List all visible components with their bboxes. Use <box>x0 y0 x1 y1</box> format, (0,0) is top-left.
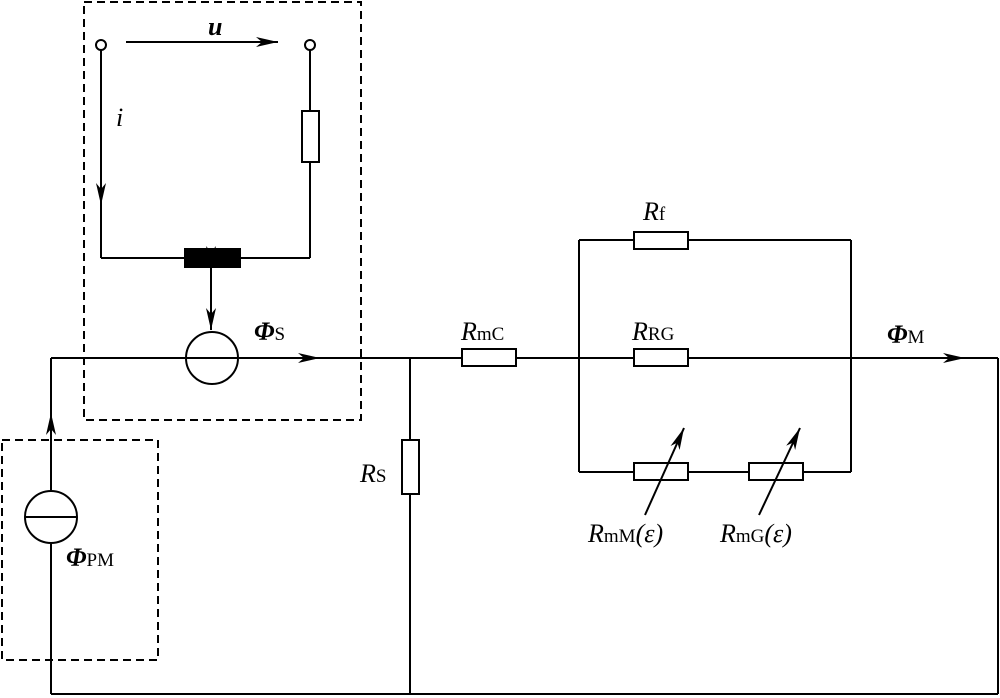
resistor-rf <box>633 231 689 250</box>
r-rg-label: RRG <box>631 317 675 346</box>
coil-resistor <box>301 110 320 163</box>
phi-s-label: ΦS <box>254 317 285 346</box>
right-terminal <box>304 39 316 51</box>
rmm-variable-arrow <box>644 427 685 516</box>
resistor-rs <box>401 439 420 495</box>
left-terminal <box>95 39 107 51</box>
coil-flux-source <box>185 331 239 385</box>
permanent-magnet-flux-source <box>24 490 78 544</box>
current-label: i <box>116 103 123 132</box>
voltage-label: u <box>208 12 222 41</box>
electrical-circuit <box>95 37 320 330</box>
r-f-label: Rf <box>642 197 666 226</box>
phi-pm-label: ΦPM <box>66 543 114 572</box>
rmg-variable-arrow <box>758 427 801 516</box>
coil-subsystem-box <box>83 1 362 421</box>
r-mc-label: RmC <box>460 317 504 346</box>
permanent-magnet-box <box>1 439 159 661</box>
phi-m-label: ΦM <box>887 320 925 349</box>
r-s-label: RS <box>359 459 386 488</box>
r-mm-label: RmM(ε) <box>587 519 663 548</box>
magnetic-circuit <box>46 239 999 695</box>
r-mg-label: RmG(ε) <box>719 519 792 548</box>
resistor-rmc <box>461 348 517 367</box>
coil-winding <box>184 248 241 268</box>
resistor-rrg <box>633 348 689 367</box>
